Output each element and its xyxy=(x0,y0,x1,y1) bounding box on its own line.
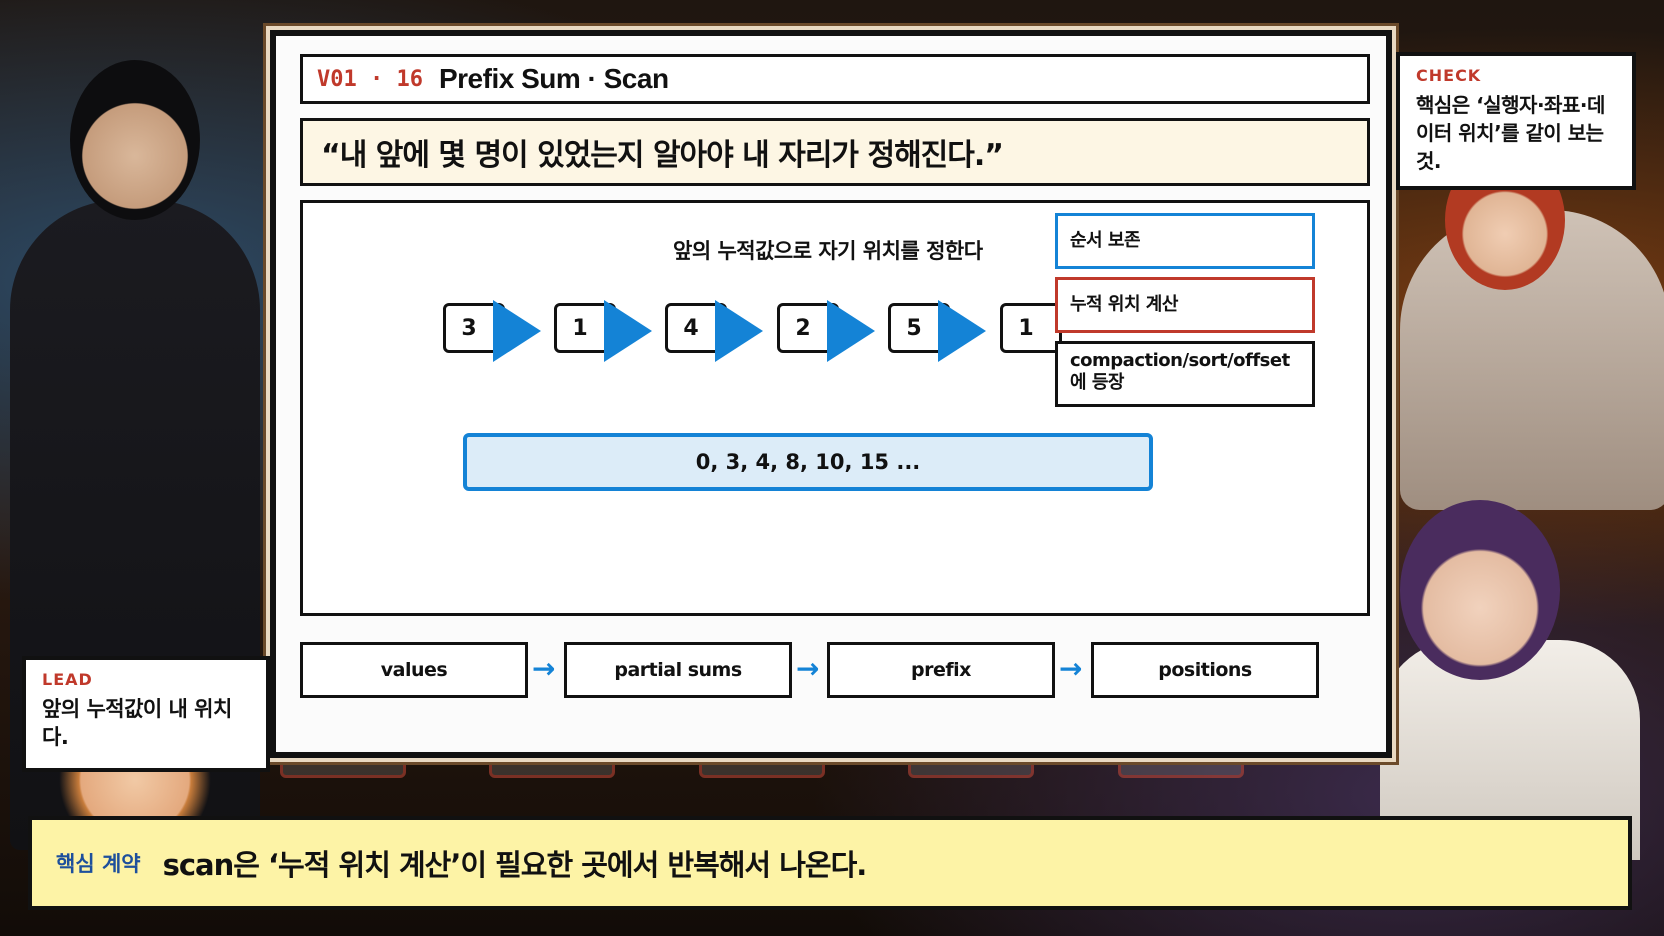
arrow-right-icon xyxy=(493,300,541,362)
key-contract-label: 핵심 계약 xyxy=(56,852,141,876)
arrow-right-icon xyxy=(827,300,875,362)
tag-usage: compaction/sort/offset에 등장 xyxy=(1055,341,1315,407)
flow-step-partial-sums: partial sums xyxy=(564,642,792,698)
left-character-head xyxy=(70,60,200,220)
title-bar: V01 · 16 Prefix Sum · Scan xyxy=(300,54,1370,104)
diagram-caption: 앞의 누적값으로 자기 위치를 정한다 xyxy=(673,239,983,263)
quote-bar: “내 앞에 몇 명이 있었는지 알아야 내 자리가 정해진다.” xyxy=(300,118,1370,186)
key-contract-text: scan은 ‘누적 위치 계산’이 필요한 곳에서 반복해서 나온다. xyxy=(162,848,868,882)
flow-step-values: values xyxy=(300,642,528,698)
prefix-result-bar: 0, 3, 4, 8, 10, 15 ... xyxy=(463,433,1153,491)
check-callout: CHECK 핵심은 ‘실행자·좌표·데이터 위치’를 같이 보는 것. xyxy=(1396,52,1636,190)
purple-character-head xyxy=(1400,500,1560,680)
flow-arrow-icon: → xyxy=(532,652,556,685)
flow-arrow-icon: → xyxy=(1059,652,1083,685)
lead-text: 앞의 누적값이 내 위치다. xyxy=(42,697,232,749)
check-label: CHECK xyxy=(1416,66,1482,85)
flow-arrow-icon: → xyxy=(796,652,820,685)
arrow-right-icon xyxy=(938,300,986,362)
tag-cumulative-position: 누적 위치 계산 xyxy=(1055,277,1315,333)
tag-order-preserve: 순서 보존 xyxy=(1055,213,1315,269)
flow-step-prefix: prefix xyxy=(827,642,1055,698)
check-text: 핵심은 ‘실행자·좌표·데이터 위치’를 같이 보는 것. xyxy=(1416,93,1605,173)
key-contract-bar: 핵심 계약 scan은 ‘누적 위치 계산’이 필요한 곳에서 반복해서 나온다… xyxy=(28,816,1632,910)
quote-text: “내 앞에 몇 명이 있었는지 알아야 내 자리가 정해진다.” xyxy=(321,138,1004,173)
arrow-right-icon xyxy=(715,300,763,362)
arrow-right-icon xyxy=(604,300,652,362)
main-panel: V01 · 16 Prefix Sum · Scan “내 앞에 몇 명이 있었… xyxy=(270,30,1392,758)
lead-callout: LEAD 앞의 누적값이 내 위치다. xyxy=(22,656,270,772)
page-title: Prefix Sum · Scan xyxy=(438,63,669,94)
flow-step-positions: positions xyxy=(1091,642,1319,698)
flow-row: values → partial sums → prefix → positio… xyxy=(300,642,1370,698)
episode-code: V01 · 16 xyxy=(317,66,423,92)
lead-label: LEAD xyxy=(42,670,93,689)
diagram-panel: 앞의 누적값으로 자기 위치를 정한다 3 1 4 2 5 1 0, 3, 4,… xyxy=(300,200,1370,616)
value-cell: 1 xyxy=(1000,303,1062,353)
